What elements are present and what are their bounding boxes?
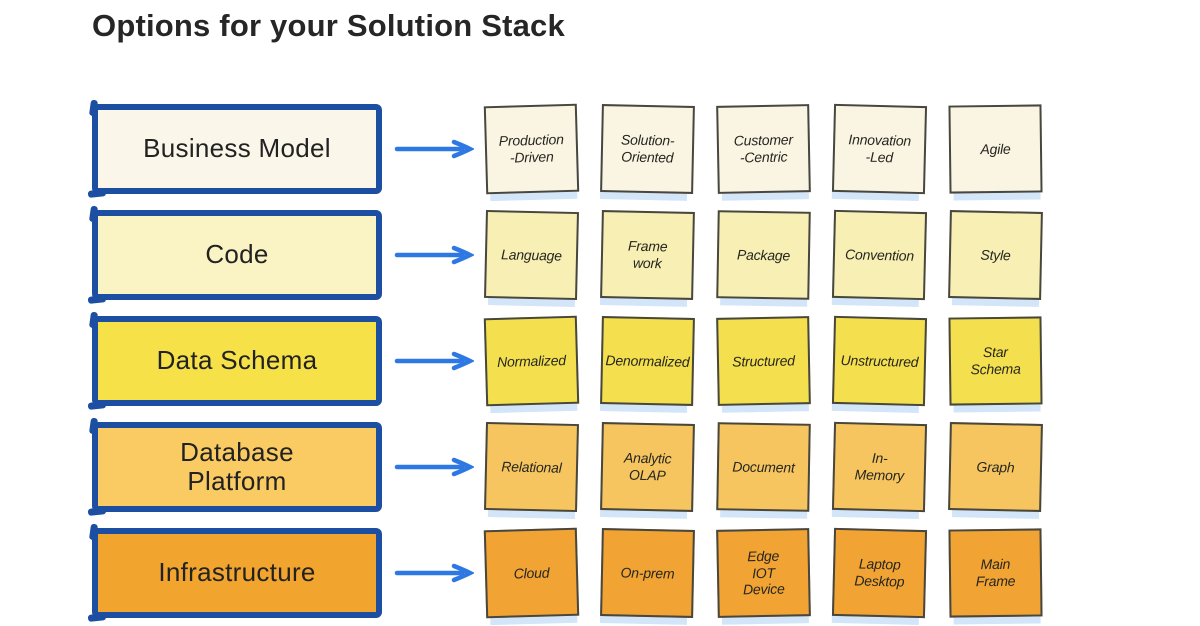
options-group: Relational Analytic OLAP Document In- Me… — [484, 421, 1043, 513]
sticky-note: Production -Driven — [483, 103, 580, 195]
sticky-note: Denormalized — [600, 316, 695, 406]
sticky-note: Relational — [484, 421, 579, 513]
row-database-platform: Database Platform Relational Analytic OL… — [92, 414, 1043, 520]
options-group: Normalized Denormalized Structured Unstr… — [483, 315, 1043, 407]
row-code: Code Language Frame work Package Convent… — [92, 202, 1043, 308]
category-box-data-schema: Data Schema — [92, 316, 382, 406]
row-data-schema: Data Schema Normalized Denormalized Stru… — [92, 308, 1043, 414]
sticky-note: Star Schema — [948, 316, 1043, 406]
arrow-icon — [382, 139, 485, 159]
category-box-business-model: Business Model — [92, 104, 382, 194]
options-group: Cloud On-prem Edge IOT Device Laptop Des… — [483, 527, 1043, 619]
sticky-note: Agile — [948, 104, 1043, 194]
sticky-note: Solution- Oriented — [600, 104, 695, 194]
solution-stack-rows: Business Model Production -Driven Soluti… — [92, 96, 1043, 626]
sticky-note: Document — [716, 422, 811, 512]
sticky-note: Structured — [716, 316, 811, 406]
category-box-infrastructure: Infrastructure — [92, 528, 382, 618]
category-box-database-platform: Database Platform — [92, 422, 382, 512]
sticky-note: Analytic OLAP — [600, 422, 695, 512]
page-title: Options for your Solution Stack — [92, 8, 565, 43]
sticky-note: Graph — [948, 422, 1043, 512]
options-group: Language Frame work Package Convention S… — [484, 209, 1043, 301]
sticky-note: Customer -Centric — [716, 104, 811, 194]
sticky-note: Package — [716, 210, 811, 300]
arrow-icon — [382, 457, 485, 477]
sticky-note: Convention — [831, 209, 928, 301]
arrow-icon — [382, 245, 485, 265]
arrow-icon — [382, 351, 485, 371]
options-group: Production -Driven Solution- Oriented Cu… — [483, 103, 1043, 195]
category-box-code: Code — [92, 210, 382, 300]
row-infrastructure: Infrastructure Cloud On-prem Edge IOT De… — [92, 520, 1043, 626]
sticky-note: Main Frame — [948, 528, 1043, 618]
arrow-icon — [382, 563, 485, 583]
sticky-note: Innovation -Led — [831, 103, 928, 195]
sticky-note: In- Memory — [831, 421, 928, 513]
sticky-note: On-prem — [600, 528, 695, 618]
sticky-note: Frame work — [600, 210, 695, 300]
row-business-model: Business Model Production -Driven Soluti… — [92, 96, 1043, 202]
sticky-note: Style — [948, 210, 1043, 300]
sticky-note: Laptop Desktop — [831, 527, 928, 619]
sticky-note: Unstructured — [831, 315, 928, 407]
sticky-note: Cloud — [483, 527, 580, 619]
sticky-note: Language — [484, 209, 579, 301]
sticky-note: Normalized — [483, 315, 580, 407]
sticky-note: Edge IOT Device — [716, 528, 811, 618]
